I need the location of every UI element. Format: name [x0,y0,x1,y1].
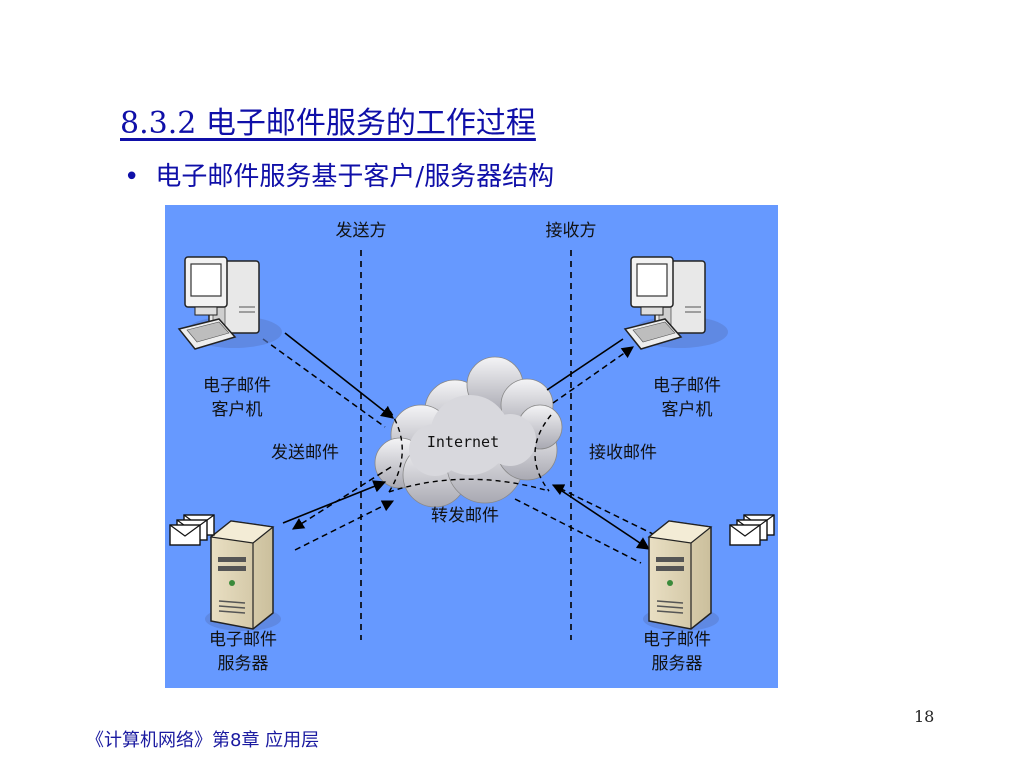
footer-course-label: 《计算机网络》第8章 应用层 [86,730,320,751]
left-mail-server [204,520,282,632]
left-server-label-line1: 电子邮件 [209,630,277,650]
right-client-label-line2: 客户机 [662,400,713,420]
right-server-arrow-solid [552,484,651,550]
left-server-label-line2: 服务器 [218,654,269,674]
right-mail-server [642,520,720,632]
left-cloud-arc [388,410,403,493]
bullet-text: 电子邮件服务基于客户/服务器结构 [155,162,555,192]
right-server-label-line1: 电子邮件 [643,630,711,650]
left-server-arrow-solid-up [282,480,387,524]
left-server-arrow-dashed-up [294,500,395,551]
right-cloud-arc [534,414,552,492]
send-mail-label: 发送邮件 [271,443,339,463]
receive-arrow-dashed [552,346,634,404]
receive-mail-label: 接收邮件 [589,443,657,463]
bottom-cloud-arc [388,478,550,493]
right-server-arrow-dashed [514,498,642,564]
bullet-marker: • [124,162,140,192]
send-arrow-dashed [262,338,386,428]
bullet-point: • 电子邮件服务基于客户/服务器结构 [124,156,554,193]
internet-label: Internet [427,433,499,451]
envelope-icon [729,514,775,546]
right-server-label-line2: 服务器 [652,654,703,674]
internet-cloud: Internet [374,356,563,508]
forward-mail-label: 转发邮件 [431,506,499,526]
envelope-icon [169,514,215,546]
receive-arrow-solid [546,338,624,391]
right-server-arrow-dashed-up [551,484,656,536]
receiver-side-label: 接收方 [546,221,597,241]
email-architecture-diagram: 发送方 接收方 Internet [165,205,778,688]
page-title: 8.3.2 电子邮件服务的工作过程 [120,106,536,141]
send-arrow-solid [284,332,395,419]
sender-side-label: 发送方 [336,221,387,241]
right-client-label-line1: 电子邮件 [653,376,721,396]
left-client-label-line1: 电子邮件 [203,376,271,396]
left-client-label-line2: 客户机 [212,400,263,420]
page-number: 18 [914,707,935,726]
